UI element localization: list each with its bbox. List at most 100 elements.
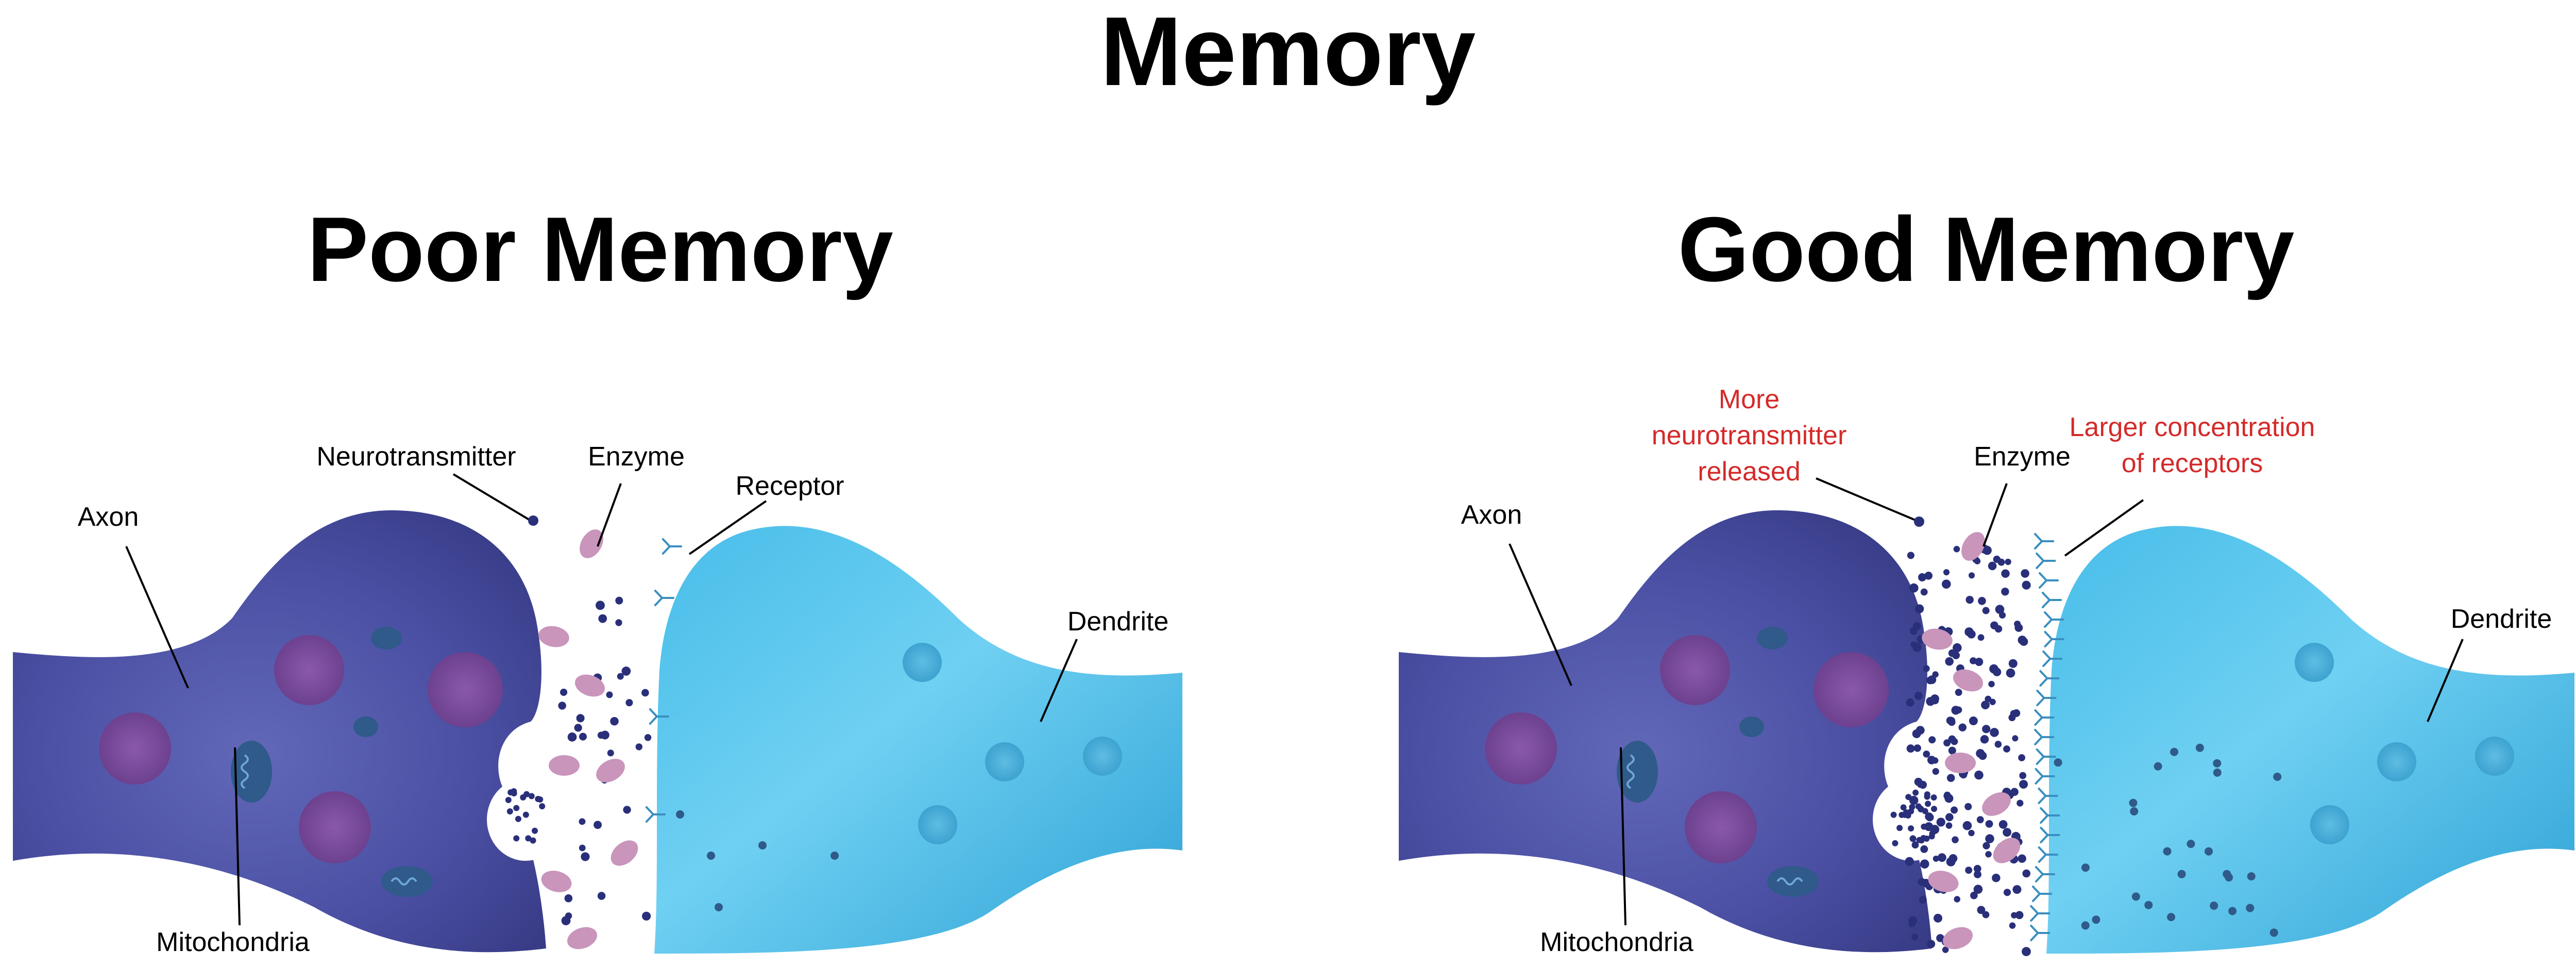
enzyme-particle <box>567 927 598 949</box>
neurotransmitter-dot <box>1937 853 1946 862</box>
neurotransmitter-dot <box>1982 911 1990 919</box>
neurotransmitter-dot <box>2009 922 2016 929</box>
neurotransmitter-dot <box>607 749 614 757</box>
neurotransmitter-dot <box>606 691 613 698</box>
neurotransmitter-dot <box>1974 770 1984 780</box>
neurotransmitter-dot <box>1908 808 1914 814</box>
neurotransmitter-dot <box>1943 791 1951 799</box>
neurotransmitter-dot <box>2018 636 2027 645</box>
neurotransmitter-dot <box>576 714 585 723</box>
bound-transmitter <box>2213 768 2222 777</box>
neurotransmitter-dot <box>513 805 520 811</box>
receptor <box>2035 768 2055 785</box>
bound-transmitter <box>2092 915 2100 924</box>
neurotransmitter-dot <box>1892 840 1899 846</box>
neurotransmitter-dot <box>520 794 527 801</box>
neurotransmitter-dot <box>597 731 605 739</box>
dendrite-label: Dendrite <box>1067 607 1169 637</box>
neurotransmitter-dot <box>2003 745 2010 753</box>
neurotransmitter-dot <box>2001 569 2010 578</box>
neurotransmitter-dot <box>1906 744 1915 753</box>
neurotransmitter-dot <box>1918 573 1927 582</box>
neurotransmitter-dot <box>535 796 541 803</box>
neurotransmitter-dot <box>1982 842 1990 849</box>
neurotransmitter-dot <box>513 835 520 842</box>
receptor <box>649 708 669 725</box>
neurotransmitter-dot <box>2003 889 2011 896</box>
neurotransmitter-dot <box>2010 788 2019 796</box>
enzyme-label: Enzyme <box>588 442 685 472</box>
neurotransmitter-dot <box>1945 657 1954 666</box>
neurotransmitter-dot <box>1993 555 2001 563</box>
neurotransmitter-dot <box>2012 735 2019 742</box>
neurotransmitter-dot <box>1942 946 1949 953</box>
neurotransmitter-dot <box>1924 791 1930 798</box>
neurotransmitter-pointer <box>1914 516 1924 527</box>
neurotransmitter-dot <box>1968 829 1975 837</box>
poor-memory-panel: Poor Memory Axon Mitochondria Neurotrans… <box>13 198 1182 957</box>
neurotransmitter-dot <box>1921 823 1927 830</box>
neurotransmitter-dot <box>2008 659 2018 668</box>
mitochondria-label: Mitochondria <box>156 927 310 957</box>
bound-transmitter <box>2170 747 2179 756</box>
neurotransmitter-dot <box>2006 668 2015 678</box>
bound-transmitter <box>2246 904 2255 912</box>
bound-transmitter <box>2269 928 2278 937</box>
neurotransmitter-dot <box>2019 772 2027 779</box>
neurotransmitter-dot <box>1985 695 1992 703</box>
neurotransmitter-dot <box>1953 545 1960 553</box>
neurotransmitter-dot <box>1922 808 1928 814</box>
neurotransmitter-dot <box>1923 665 1930 672</box>
neurotransmitter-dot <box>1929 830 1936 837</box>
neurotransmitter-dot <box>1911 933 1919 941</box>
neurotransmitter-dot <box>1925 801 1931 807</box>
neurotransmitter-dot <box>1890 811 1897 818</box>
neurotransmitter-dot <box>1932 768 1939 775</box>
neurotransmitter-dot <box>2001 588 2009 596</box>
neurotransmitter-dot <box>1974 870 1981 878</box>
neurotransmitter-dot <box>1948 746 1956 755</box>
neurotransmitter-label-line-1: More <box>1719 385 1780 414</box>
bound-transmitter <box>2131 892 2140 901</box>
receptor <box>2039 670 2060 687</box>
neurotransmitter-dot <box>1948 649 1956 657</box>
bound-transmitter <box>2054 758 2062 767</box>
neurotransmitter-dot <box>1902 811 1908 818</box>
neurotransmitter-dot <box>1930 794 1937 801</box>
enzyme-particle <box>1982 792 2011 816</box>
enzyme-particle <box>574 674 605 697</box>
neurotransmitter-dot <box>1975 657 1984 666</box>
neurotransmitter-dot <box>1976 816 1984 824</box>
enzyme-label: Enzyme <box>1974 442 2071 472</box>
enzyme-particle <box>1961 532 1985 561</box>
neurotransmitter-dot <box>1985 820 1993 828</box>
neurotransmitter-dot <box>1905 794 1912 801</box>
neurotransmitter-dot <box>1900 804 1907 811</box>
neurotransmitter-label-line-3: released <box>1698 457 1800 487</box>
bound-transmitter <box>831 852 839 860</box>
neurotransmitter-dot <box>625 699 633 707</box>
receptor <box>2036 553 2056 569</box>
leader-lines <box>1509 477 2464 926</box>
neurotransmitter-dot <box>598 614 607 623</box>
receptor <box>2044 631 2064 647</box>
neurotransmitter-dot <box>1982 545 1992 555</box>
neurotransmitter-dot <box>506 808 513 815</box>
receptor <box>2031 886 2053 902</box>
receptor-label: Receptor <box>736 471 844 501</box>
neurotransmitter-dot <box>1896 825 1903 831</box>
neurotransmitter-dot <box>1920 859 1929 869</box>
synaptic-cleft-particles <box>1890 532 2031 956</box>
neurotransmitter-dot <box>2011 912 2018 919</box>
neurotransmitter-dot <box>1930 806 1937 812</box>
neurotransmitter-dot <box>1954 896 1960 903</box>
neurotransmitter-dot <box>1928 736 1936 744</box>
enzyme-particle <box>1922 628 1953 650</box>
neurotransmitter-dot <box>2018 754 2026 761</box>
receptor <box>2035 866 2056 882</box>
neurotransmitter-dot <box>1985 851 1992 858</box>
synaptic-cleft-particles <box>505 529 652 949</box>
neurotransmitter-dot <box>1930 694 1939 703</box>
neurotransmitter-dot <box>1926 676 1934 685</box>
neurotransmitter-dot <box>2012 885 2022 894</box>
